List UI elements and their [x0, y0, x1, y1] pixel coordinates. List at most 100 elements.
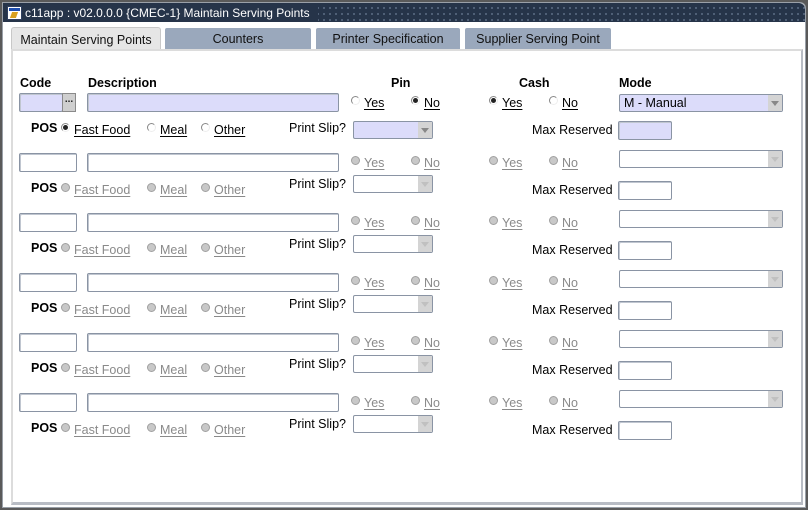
- code-input[interactable]: [19, 213, 77, 232]
- radio-label: Meal: [160, 183, 188, 197]
- pos-other-radio[interactable]: Other: [201, 302, 245, 317]
- description-input[interactable]: [87, 393, 339, 412]
- pos-fast-food-radio[interactable]: Fast Food: [61, 302, 130, 317]
- max-reserved-input[interactable]: [618, 421, 672, 440]
- chevron-down-icon[interactable]: [768, 331, 782, 347]
- radio-icon: [61, 122, 70, 132]
- pos-meal-radio[interactable]: Meal: [147, 422, 187, 437]
- code-input[interactable]: [19, 93, 63, 112]
- chevron-down-icon[interactable]: [768, 95, 782, 111]
- tab-printer-specification[interactable]: Printer Specification: [315, 27, 461, 49]
- pin-no-radio[interactable]: No: [411, 215, 440, 230]
- header-mode: Mode: [619, 76, 652, 90]
- pin-yes-radio[interactable]: Yes: [351, 155, 384, 170]
- cash-yes-radio[interactable]: Yes: [489, 275, 522, 290]
- tab-supplier-serving-point[interactable]: Supplier Serving Point: [464, 27, 612, 49]
- cash-no-radio[interactable]: No: [549, 275, 578, 290]
- description-input[interactable]: [87, 153, 339, 172]
- pin-no-radio[interactable]: No: [411, 275, 440, 290]
- description-input[interactable]: [87, 93, 339, 112]
- mode-select[interactable]: [619, 150, 783, 168]
- cash-no-radio[interactable]: No: [549, 335, 578, 350]
- print-slip-select[interactable]: [353, 415, 433, 433]
- pos-other-radio[interactable]: Other: [201, 422, 245, 437]
- pos-fast-food-radio[interactable]: Fast Food: [61, 122, 130, 137]
- max-reserved-input[interactable]: [618, 121, 672, 140]
- cash-no-radio[interactable]: No: [549, 395, 578, 410]
- chevron-down-icon[interactable]: [418, 236, 432, 252]
- pos-meal-radio[interactable]: Meal: [147, 302, 187, 317]
- pin-yes-radio[interactable]: Yes: [351, 335, 385, 350]
- pin-yes-radio[interactable]: Yes: [351, 215, 384, 230]
- chevron-down-icon[interactable]: [418, 176, 432, 192]
- pos-other-radio[interactable]: Other: [201, 182, 245, 197]
- pos-other-radio[interactable]: Other: [201, 242, 245, 257]
- pin-yes-radio[interactable]: Yes: [351, 275, 384, 290]
- chevron-down-icon[interactable]: [418, 356, 432, 372]
- tab-maintain-serving-points[interactable]: Maintain Serving Points: [11, 27, 161, 51]
- print-slip-select[interactable]: [353, 295, 433, 313]
- max-reserved-input[interactable]: [618, 301, 672, 320]
- print-slip-select[interactable]: [353, 235, 433, 253]
- pos-fast-food-radio[interactable]: Fast Food: [61, 422, 130, 437]
- chevron-down-icon[interactable]: [768, 271, 782, 287]
- pin-yes-radio[interactable]: Yes: [351, 395, 384, 410]
- code-input[interactable]: [19, 273, 77, 292]
- pos-meal-radio[interactable]: Meal: [147, 122, 187, 137]
- max-reserved-input[interactable]: [618, 241, 672, 260]
- cash-no-radio[interactable]: No: [549, 155, 578, 170]
- pos-fast-food-radio[interactable]: Fast Food: [61, 362, 130, 377]
- lov-button[interactable]: ...: [62, 93, 76, 112]
- mode-select[interactable]: [619, 210, 783, 228]
- radio-label: Yes: [502, 96, 523, 110]
- mode-select[interactable]: [619, 390, 783, 408]
- chevron-down-icon[interactable]: [418, 296, 432, 312]
- cash-yes-radio[interactable]: Yes: [489, 335, 522, 350]
- radio-icon: [61, 362, 70, 372]
- chevron-down-icon[interactable]: [768, 211, 782, 227]
- title-bar[interactable]: c11app : v02.0.0.0 {CMEC-1} Maintain Ser…: [3, 3, 805, 22]
- cash-yes-radio[interactable]: Yes: [489, 95, 523, 110]
- pos-other-radio[interactable]: Other: [201, 362, 245, 377]
- description-input[interactable]: [87, 273, 339, 292]
- chevron-down-icon[interactable]: [418, 122, 432, 138]
- cash-yes-radio[interactable]: Yes: [489, 155, 522, 170]
- max-reserved-input[interactable]: [618, 181, 672, 200]
- description-input[interactable]: [87, 213, 339, 232]
- pos-fast-food-radio[interactable]: Fast Food: [61, 242, 130, 257]
- description-input[interactable]: [87, 333, 339, 352]
- max-reserved-input[interactable]: [618, 361, 672, 380]
- cash-no-radio[interactable]: No: [549, 215, 578, 230]
- radio-label: No: [424, 396, 440, 410]
- form-panel: Code Description Pin Cash Mode ... Yes N…: [11, 49, 803, 505]
- cash-yes-radio[interactable]: Yes: [489, 215, 522, 230]
- mode-select[interactable]: [619, 330, 783, 348]
- print-slip-select[interactable]: [353, 355, 433, 373]
- pos-other-radio[interactable]: Other: [201, 122, 245, 137]
- pos-meal-radio[interactable]: Meal: [147, 182, 188, 197]
- chevron-down-icon[interactable]: [418, 416, 432, 432]
- code-input[interactable]: [19, 333, 77, 352]
- pos-fast-food-radio[interactable]: Fast Food: [61, 182, 130, 197]
- tab-counters[interactable]: Counters: [164, 27, 312, 49]
- pos-meal-radio[interactable]: Meal: [147, 242, 187, 257]
- chevron-down-icon[interactable]: [768, 151, 782, 167]
- pin-yes-radio[interactable]: Yes: [351, 95, 384, 110]
- code-input[interactable]: [19, 393, 77, 412]
- cash-no-radio[interactable]: No: [549, 95, 578, 110]
- print-slip-label: Print Slip?: [289, 121, 346, 135]
- chevron-down-icon[interactable]: [768, 391, 782, 407]
- print-slip-select[interactable]: [353, 121, 433, 139]
- pos-meal-radio[interactable]: Meal: [147, 362, 187, 377]
- mode-select[interactable]: [619, 270, 783, 288]
- print-slip-select[interactable]: [353, 175, 433, 193]
- mode-select[interactable]: M - Manual: [619, 94, 783, 112]
- pin-no-radio[interactable]: No: [411, 335, 440, 350]
- pin-no-radio[interactable]: No: [411, 95, 440, 110]
- cash-yes-radio[interactable]: Yes: [489, 395, 522, 410]
- radio-label: Yes: [364, 336, 385, 350]
- pin-no-radio[interactable]: No: [411, 395, 440, 410]
- pin-no-radio[interactable]: No: [411, 155, 440, 170]
- code-input[interactable]: [19, 153, 77, 172]
- radio-icon: [489, 155, 498, 165]
